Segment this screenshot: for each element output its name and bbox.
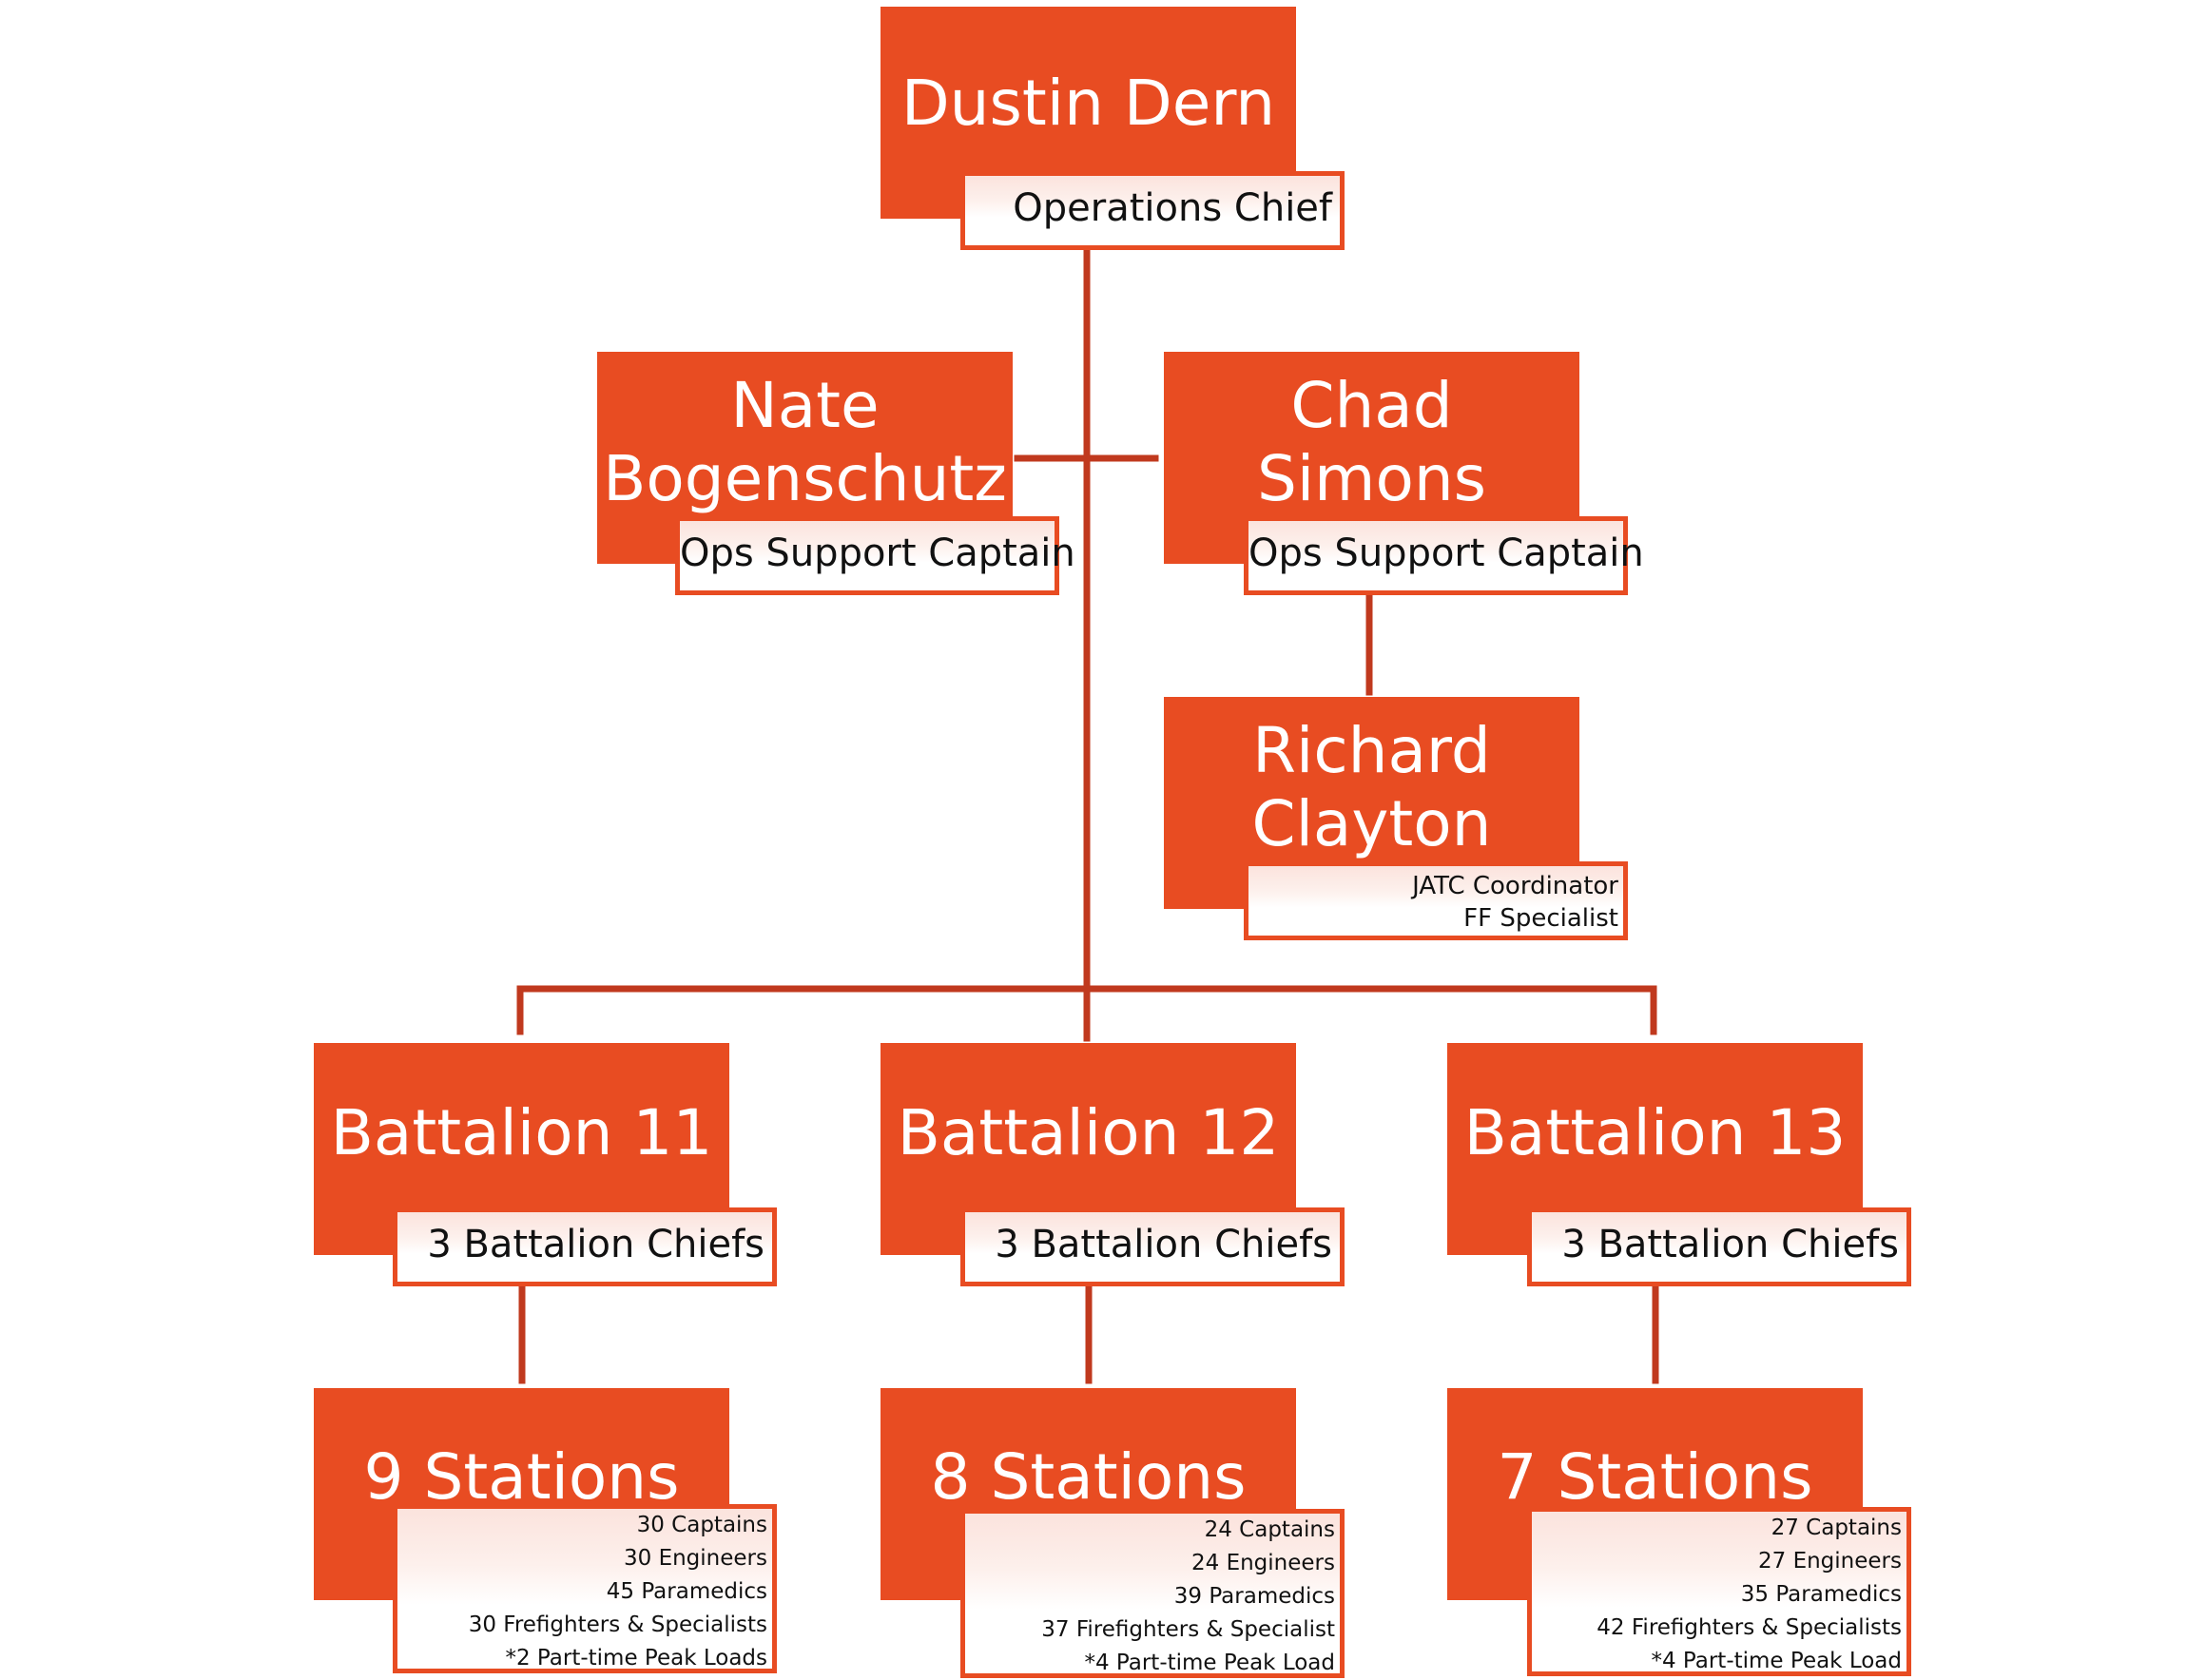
stations-count: 9 Stations: [363, 1440, 680, 1514]
staff-item: 30 Engineers: [624, 1546, 767, 1571]
battalion-11-chiefs: 3 Battalion Chiefs: [393, 1207, 777, 1286]
battalion-name: Battalion 13: [1463, 1096, 1847, 1169]
chief-title: Operations Chief: [960, 171, 1345, 250]
stations-count: 8 Stations: [930, 1440, 1247, 1514]
staff-item: 37 Firefighters & Specialist: [1041, 1617, 1335, 1642]
staff-item: 30 Frefighters & Specialists: [468, 1612, 767, 1637]
support-left-title: Ops Support Captain: [675, 516, 1075, 595]
jatc-title-line1: JATC Coordinator: [1412, 872, 1618, 900]
jatc-name-line2: Clayton: [1251, 787, 1492, 860]
chief-name: Dustin Dern: [900, 67, 1276, 140]
battalion-name: Battalion 11: [330, 1096, 713, 1169]
battalion-12-box: Battalion 12: [881, 1043, 1296, 1255]
staff-item: 27 Engineers: [1758, 1549, 1902, 1574]
jatc-title: JATC Coordinator FF Specialist: [1244, 861, 1628, 940]
support-right-name-line2: Simons: [1256, 442, 1487, 515]
support-right-title: Ops Support Captain: [1244, 516, 1644, 595]
support-left-name-line1: Nate: [730, 369, 880, 442]
battalion-13-chiefs: 3 Battalion Chiefs: [1527, 1207, 1911, 1286]
staff-item: 45 Paramedics: [606, 1579, 767, 1604]
staff-item: *2 Part-time Peak Loads: [505, 1646, 767, 1670]
battalion-12-staff-list: 24 Captains 24 Engineers 39 Paramedics 3…: [960, 1509, 1345, 1678]
staff-item: 24 Engineers: [1191, 1551, 1335, 1575]
staff-item: 42 Firefighters & Specialists: [1597, 1615, 1902, 1640]
battalion-13-staff-list: 27 Captains 27 Engineers 35 Paramedics 4…: [1527, 1507, 1911, 1676]
staff-item: *4 Part-time Peak Load: [1084, 1651, 1335, 1675]
staff-item: 24 Captains: [1204, 1517, 1335, 1542]
staff-item: 39 Paramedics: [1173, 1584, 1335, 1609]
support-right-name-line1: Chad: [1290, 369, 1453, 442]
support-left-box: Nate Bogenschutz: [597, 352, 1013, 564]
jatc-name-line1: Richard: [1252, 714, 1491, 787]
support-left-name-line2: Bogenschutz: [603, 442, 1007, 515]
staff-item: *4 Part-time Peak Load: [1651, 1649, 1902, 1673]
staff-item: 30 Captains: [636, 1513, 767, 1537]
battalion-12-chiefs: 3 Battalion Chiefs: [960, 1207, 1345, 1286]
battalion-name: Battalion 12: [897, 1096, 1280, 1169]
staff-item: 35 Paramedics: [1740, 1582, 1902, 1607]
jatc-title-line2: FF Specialist: [1463, 904, 1618, 933]
battalion-11-staff-list: 30 Captains 30 Engineers 45 Paramedics 3…: [393, 1504, 777, 1673]
stations-count: 7 Stations: [1497, 1440, 1813, 1514]
staff-item: 27 Captains: [1771, 1516, 1902, 1540]
